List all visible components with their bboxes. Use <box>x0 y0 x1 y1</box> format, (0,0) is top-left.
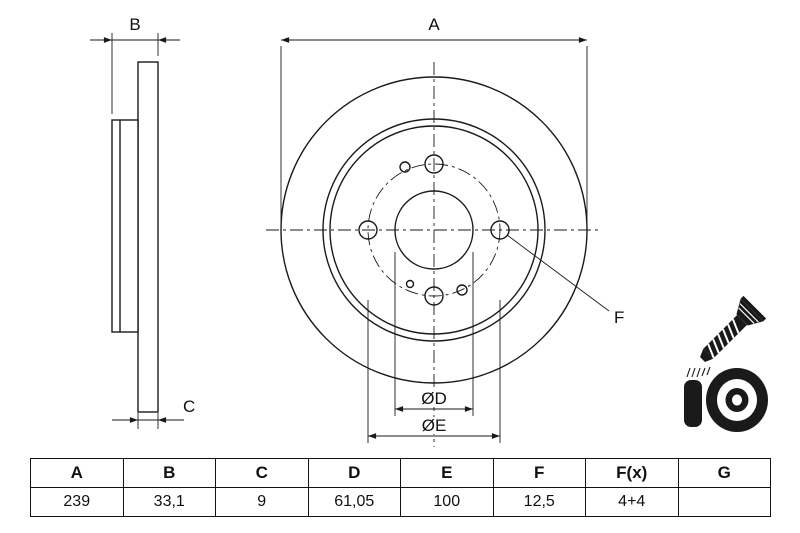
table-value-b: 33,1 <box>122 487 216 517</box>
leader-f: F <box>506 234 624 327</box>
table-value-f: 12,5 <box>492 487 586 517</box>
dim-label-d: ØD <box>421 389 447 408</box>
dim-label-e: ØE <box>422 416 447 435</box>
screw-icon <box>700 295 767 362</box>
brake-disc-icon <box>684 366 768 432</box>
table-value-fx: 4+4 <box>585 487 679 517</box>
table-header-row: A B C D E F F(x) G <box>30 458 771 488</box>
dim-label-a: A <box>428 15 440 34</box>
table-value-g <box>677 487 771 517</box>
table-header-b: B <box>122 458 216 488</box>
side-view <box>111 61 159 413</box>
table-header-g: G <box>677 458 771 488</box>
table-value-row: 239 33,1 9 61,05 100 12,5 4+4 <box>30 487 771 517</box>
table-header-f: F <box>492 458 586 488</box>
front-view <box>266 62 602 447</box>
table-header-d: D <box>307 458 401 488</box>
dimension-table: A B C D E F F(x) G 239 33,1 9 61,05 100 … <box>30 458 771 517</box>
dim-label-f: F <box>614 308 624 327</box>
technical-drawing: B C <box>90 15 768 447</box>
dim-label-b: B <box>129 15 140 34</box>
dimension-b: B <box>90 15 180 114</box>
table-value-c: 9 <box>215 487 309 517</box>
table-header-c: C <box>215 458 309 488</box>
table-value-d: 61,05 <box>307 487 401 517</box>
table-header-e: E <box>400 458 494 488</box>
dimension-d: ØD <box>394 252 474 416</box>
dimension-c: C <box>112 397 195 429</box>
dimension-a: A <box>280 15 588 224</box>
table-header-a: A <box>30 458 124 488</box>
table-value-a: 239 <box>30 487 124 517</box>
table-header-fx: F(x) <box>585 458 679 488</box>
table-value-e: 100 <box>400 487 494 517</box>
dim-label-c: C <box>183 397 195 416</box>
dimension-e: ØE <box>367 300 501 443</box>
